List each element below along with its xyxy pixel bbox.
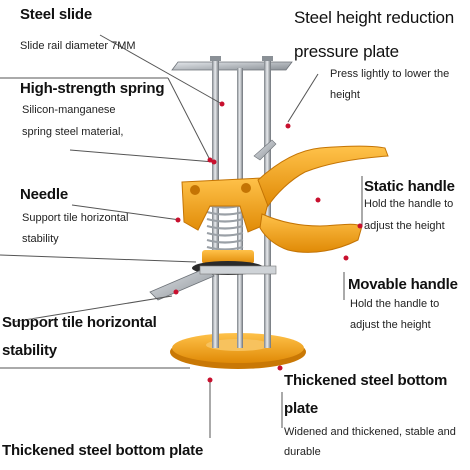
top-pressure-plate bbox=[171, 61, 293, 71]
label-spring-desc-line2: spring steel material, bbox=[22, 126, 124, 138]
label-static-handle-line1: Hold the handle to bbox=[364, 198, 454, 210]
label-support-tile-line2: stability bbox=[2, 342, 57, 359]
label-height-plate-line1: Steel height reduction bbox=[294, 8, 455, 27]
label-support-tile-line1: Support tile horizontal bbox=[2, 314, 157, 331]
label-needle-title: Needle bbox=[20, 186, 68, 203]
steel-rod-center bbox=[237, 68, 243, 348]
label-spring-desc-line1: Silicon-manganese bbox=[22, 104, 116, 116]
label-bottom-plate-title-line2: plate bbox=[284, 400, 319, 417]
label-static-handle-line2: adjust the height bbox=[364, 220, 445, 232]
label-spring-title: High-strength spring bbox=[20, 80, 165, 97]
static-handle-shape bbox=[257, 145, 389, 208]
needle-plate bbox=[149, 267, 215, 301]
label-movable-handle-title: Movable handle bbox=[348, 276, 458, 293]
label-bottom-plate-desc-line2: durable bbox=[284, 446, 321, 458]
label-bottom-caption: Thickened steel bottom plate bbox=[2, 442, 204, 459]
label-movable-handle-line1: Hold the handle to bbox=[350, 298, 440, 310]
movable-handle-shape bbox=[259, 213, 363, 253]
label-height-plate-line2: pressure plate bbox=[294, 42, 399, 61]
label-slide-rail-diameter: Slide rail diameter 7MM bbox=[20, 40, 136, 52]
label-bottom-plate-desc-line1: Widened and thickened, stable and bbox=[284, 426, 456, 438]
callout-markers bbox=[173, 101, 363, 383]
label-needle-desc-line2: stability bbox=[22, 233, 59, 245]
label-press-lightly-line1: Press lightly to lower the bbox=[330, 68, 450, 80]
leader-lines bbox=[0, 34, 363, 438]
label-static-handle-title: Static handle bbox=[364, 178, 455, 195]
label-steel-slide: Steel slide bbox=[20, 6, 93, 23]
label-press-lightly-line2: height bbox=[330, 89, 360, 101]
label-needle-desc-line1: Support tile horizontal bbox=[22, 212, 129, 224]
label-movable-handle-line2: adjust the height bbox=[350, 319, 431, 331]
label-bottom-plate-title-line1: Thickened steel bottom bbox=[284, 372, 448, 389]
